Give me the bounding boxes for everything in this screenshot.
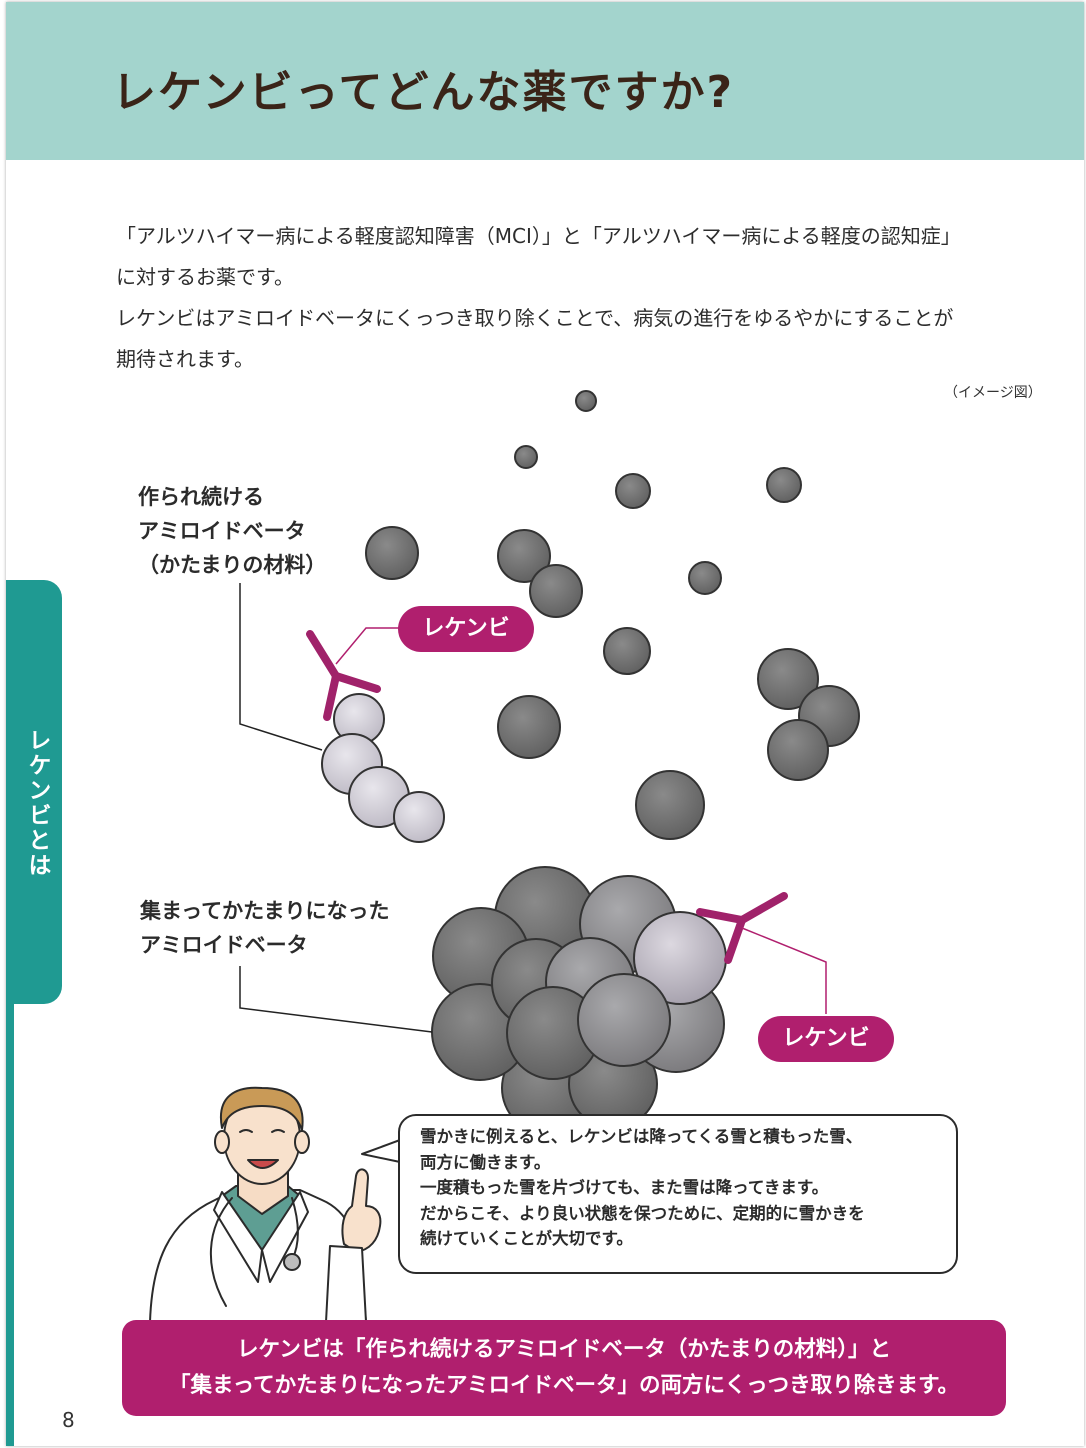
amyloid-sphere bbox=[365, 526, 419, 580]
side-tab-label: レケンビとは bbox=[24, 728, 50, 878]
label-line: （かたまりの材料） bbox=[138, 553, 327, 577]
summary-box bbox=[122, 1320, 1006, 1416]
doctor-eye-left bbox=[239, 1129, 253, 1133]
leader-line-bottom bbox=[239, 966, 433, 1033]
intro-text: 「アルツハイマー病による軽度認知障害（MCI）」と「アルツハイマー病による軽度の… bbox=[116, 216, 1056, 380]
amyloid-sphere bbox=[767, 719, 829, 781]
bound-sphere bbox=[393, 791, 445, 843]
doctor-mouth bbox=[247, 1159, 279, 1169]
drug-label-top: レケンビ bbox=[398, 606, 534, 652]
speech-bubble bbox=[398, 1114, 958, 1274]
intro-line: に対するお薬です。 bbox=[116, 265, 294, 289]
speech-line: 両方に働きます。 bbox=[420, 1152, 551, 1172]
speech-line: 一度積もった雪を片づけても、また雪は降ってきます。 bbox=[420, 1178, 829, 1197]
doctor-hair bbox=[219, 1086, 304, 1131]
amyloid-sphere bbox=[497, 695, 561, 759]
speech-line: 続けていくことが大切です。 bbox=[420, 1229, 633, 1248]
amyloid-aggregate bbox=[431, 866, 727, 1135]
amyloid-sphere bbox=[635, 770, 705, 840]
aggregate-sphere bbox=[577, 973, 671, 1067]
amyloid-sphere bbox=[615, 473, 651, 509]
label-line: アミロイドベータ bbox=[140, 933, 308, 957]
intro-line: 期待されます。 bbox=[116, 347, 254, 371]
summary-line: レケンビは「作られ続けるアミロイドベータ（かたまりの材料）」と bbox=[236, 1337, 892, 1362]
free-amyloid-spheres bbox=[365, 390, 860, 840]
amyloid-sphere bbox=[514, 445, 538, 469]
leader-line-top bbox=[239, 583, 323, 751]
drug-leader-line-top bbox=[335, 627, 400, 665]
amyloid-sphere bbox=[497, 529, 551, 583]
amyloid-sphere bbox=[529, 564, 583, 618]
label-line: アミロイドベータ bbox=[138, 519, 306, 543]
speech-text: 雪かきに例えると、レケンビは降ってくる雪と積もった雪、 両方に働きます。 一度積… bbox=[420, 1124, 950, 1252]
coat-lapel-left bbox=[213, 1191, 263, 1283]
left-accent-strip bbox=[6, 1000, 14, 1446]
summary-line: 「集まってかたまりになったアミロイドベータ」の両方にくっつき取り除きます。 bbox=[169, 1373, 959, 1398]
amyloid-sphere bbox=[575, 390, 597, 412]
doctor-hand bbox=[341, 1168, 382, 1253]
speech-line: だからこそ、より良い状態を保つために、定期的に雪かきを bbox=[420, 1203, 865, 1223]
amyloid-sphere bbox=[766, 467, 802, 503]
antibody-icon-bottom bbox=[696, 892, 788, 964]
page-title: レケンビってどんな薬ですか? bbox=[112, 67, 735, 118]
stethoscope-chestpiece bbox=[283, 1253, 301, 1271]
speech-line: 雪かきに例えると、レケンビは降ってくる雪と積もった雪、 bbox=[420, 1127, 863, 1146]
amyloid-sphere bbox=[688, 561, 722, 595]
image-note: （イメージ図） bbox=[944, 385, 1042, 401]
doctor-ear-right bbox=[294, 1130, 310, 1154]
label-produced-amyloid: 作られ続ける アミロイドベータ （かたまりの材料） bbox=[138, 480, 326, 582]
drug-leader-line-bottom bbox=[741, 927, 827, 1014]
antibody-icon-top bbox=[306, 630, 381, 721]
doctor-sleeve bbox=[325, 1245, 367, 1323]
drug-label-bottom: レケンビ bbox=[758, 1016, 894, 1062]
side-tab bbox=[6, 580, 62, 1004]
label-line: 集まってかたまりになった bbox=[140, 899, 390, 923]
amyloid-sphere bbox=[603, 627, 651, 675]
summary-text: レケンビは「作られ続けるアミロイドベータ（かたまりの材料）」と 「集まってかたま… bbox=[122, 1332, 1006, 1404]
label-line: 作られ続ける bbox=[138, 485, 264, 509]
doctor-ear-left bbox=[214, 1130, 230, 1154]
header-band bbox=[6, 2, 1084, 160]
intro-line: 「アルツハイマー病による軽度認知障害（MCI）」と「アルツハイマー病による軽度の… bbox=[116, 224, 961, 248]
doctor-illustration bbox=[149, 1086, 382, 1323]
page-number: 8 bbox=[62, 1408, 75, 1432]
bound-amyloid-chain bbox=[321, 693, 445, 843]
label-aggregated-amyloid: 集まってかたまりになった アミロイドベータ bbox=[140, 894, 389, 962]
amyloid-sphere bbox=[757, 648, 819, 710]
intro-line: レケンビはアミロイドベータにくっつき取り除くことで、病気の進行をゆるやかにするこ… bbox=[116, 306, 954, 330]
doctor-eye-right bbox=[271, 1129, 285, 1133]
speech-bubble-tail bbox=[361, 1139, 401, 1163]
